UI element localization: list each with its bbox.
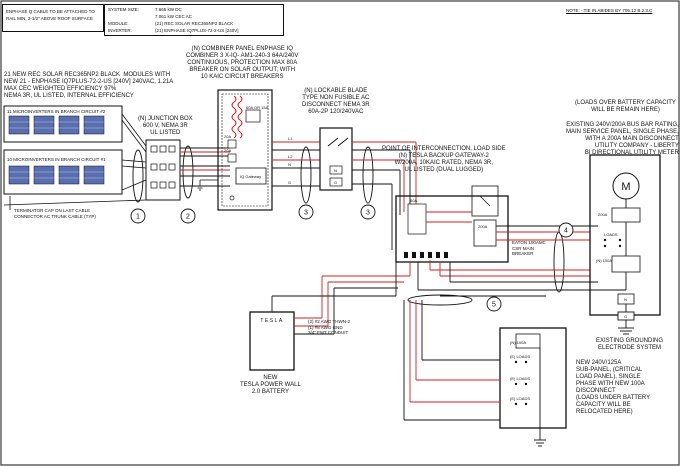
- roof-note-line-1: ENPHASE Q CABLE TO BE ATTACHED TO: [6, 9, 95, 14]
- sub-loads-2: (E) LOADS: [510, 376, 530, 381]
- inverter-value: (21) ENPHASE IQ7PLUS-72-2-US [240V]: [155, 28, 239, 33]
- combiner-panel-label: (N) COMBINER PANEL ENPHASE IQ COMBINER 3…: [186, 46, 299, 80]
- main-100a-label: (N) 100A: [596, 258, 612, 263]
- callout-label-2: 2: [186, 214, 190, 221]
- callout-circle-3b: [360, 204, 376, 220]
- callout-circle-2: [180, 208, 196, 224]
- system-size-label: SYSTEM SIZE:: [108, 7, 140, 12]
- combiner-breaker-1: 20A: [224, 134, 231, 139]
- conduit-1: [132, 149, 144, 203]
- system-info-box: SYSTEM SIZE: MODULE: INVERTER: 7.665 kW …: [104, 4, 284, 36]
- termination-label: TERMINATOR CAP ON LAST CABLE CONNECTOR A…: [14, 208, 96, 219]
- main-n-label: N: [624, 297, 627, 302]
- utility-meter-symbol: M: [621, 181, 630, 193]
- callout-label-1: 1: [136, 214, 140, 221]
- ac-disconnect: [319, 127, 353, 191]
- gateway-200a-label: 200A: [478, 224, 488, 229]
- branch-1-label: 10 MICROINVERTERS IN BRANCH CIRCUIT #1: [7, 157, 106, 162]
- iq-gateway-label: IQ Gateway: [240, 174, 261, 179]
- main-200a-label: 200A: [598, 212, 608, 217]
- main-loads-label: LOADS: [604, 232, 618, 237]
- callout-label-4: 4: [564, 228, 568, 235]
- powerwall-label: NEW TESLA POWER WALL 2.0 BATTERY: [240, 375, 301, 395]
- modules-label: 21 NEW REC SOLAR REC365NP2 BLACK MODULES…: [4, 72, 174, 99]
- critical-load-subpanel: [499, 327, 567, 447]
- callout-label-3b: 3: [366, 210, 370, 217]
- callout-circle-5: [486, 296, 502, 312]
- system-size-ac: 7.061 kW CEC AC: [155, 14, 193, 19]
- callout-circle-3a: [298, 204, 314, 220]
- junction-box: [145, 139, 181, 201]
- branch-2-label: 11 MICROINVERTERS IN BRANCH CIRCUIT #2: [7, 109, 106, 114]
- l1-label: L1: [288, 136, 293, 141]
- junction-box-label: (N) JUNCTION BOX 600 V, NEMA 3R UL LISTE…: [138, 116, 193, 136]
- sub-loads-3: (E) LOADS: [510, 396, 530, 401]
- disconnect-n-label: N: [334, 168, 337, 173]
- subpanel-label: NEW 240V/125A SUB-PANEL, (CRITICAL LOAD …: [576, 360, 651, 415]
- conduit-3a: [300, 146, 312, 204]
- roof-attachment-note-box: ENPHASE Q CABLE TO BE ATTACHED TO RAIL M…: [2, 4, 104, 32]
- conduit-spec-label: (2) #2 AWG THWN-2 (1) #8 AWG GND 3/4" EM…: [308, 319, 351, 335]
- combiner-main-breaker-label: 60A OR 15A: [246, 105, 269, 110]
- grounding-label: EXISTING GROUNDING ELECTRODE SYSTEM: [596, 338, 664, 351]
- combiner-panel: [217, 89, 273, 211]
- g-label: G: [288, 180, 291, 185]
- gateway-60a-label: 60A: [410, 198, 417, 203]
- loads-over-label: (LOADS OVER BATTERY CAPACITY WILL BE REM…: [575, 100, 676, 113]
- callout-label-5: 5: [492, 302, 496, 309]
- eaton-breaker-label: EATON 100AMC CSR MAIN BREAKER: [512, 240, 546, 256]
- tie-in-note: NOTE: - TIE IN ABIDES BY 705.12 B.2.3.C: [566, 8, 653, 13]
- conduit-2: [182, 145, 194, 199]
- sub-loads-1: (E) LOADS: [510, 354, 530, 359]
- conduit-5: [407, 294, 473, 306]
- disconnect-g-label: G: [334, 180, 337, 185]
- conduit-3b: [362, 146, 374, 204]
- grounding-electrode: [617, 304, 635, 335]
- conduit-4: [553, 231, 565, 293]
- main-service-panel: [589, 154, 661, 316]
- main-g-label: G: [624, 314, 627, 319]
- callout-circle-1: [130, 208, 146, 224]
- sub-100a-label: (N) 100A: [510, 340, 526, 345]
- pv-array-branch-1: [3, 149, 123, 195]
- main-panel-label: EXISTING 240V/200A BUS BAR RATING, MAIN …: [566, 122, 679, 156]
- callout-circle-4: [558, 222, 574, 238]
- tesla-logo-text: TESLA: [260, 318, 283, 324]
- pv-array-branch-2: [3, 105, 123, 143]
- system-size-dc: 7.665 kW DC: [155, 7, 182, 12]
- roof-note-line-2: RAIL MIN, 3-1/2" ABOVE ROOF SURFACE: [6, 16, 93, 21]
- inverter-label: INVERTER:: [108, 28, 132, 33]
- combiner-breaker-2: 20A: [224, 148, 231, 153]
- l2-label: L2: [288, 154, 293, 159]
- callout-label-3a: 3: [304, 210, 308, 217]
- n-label: N: [288, 162, 291, 167]
- module-value: (21) REC SOLAR REC365NP2 BLACK: [155, 21, 234, 26]
- gateway-label: POINT OF INTERCONNECTION, LOAD SIDE (N) …: [382, 146, 506, 173]
- disconnect-label: (N) LOCKABLE BLADE TYPE NON FUSIBLE AC D…: [302, 88, 370, 115]
- tesla-backup-gateway: [395, 185, 509, 263]
- ac-trunk-cables: [3, 113, 147, 210]
- module-label: MODULE:: [108, 21, 129, 26]
